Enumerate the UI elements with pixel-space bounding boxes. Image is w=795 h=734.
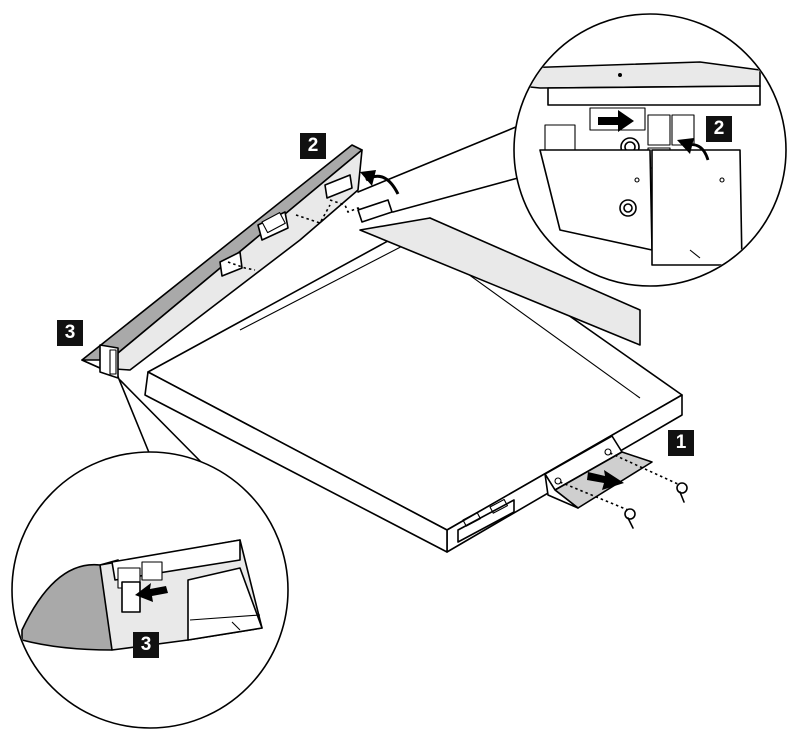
- sata-connector: [457, 498, 515, 543]
- screw-icon: [609, 452, 688, 503]
- step-badge-2-callout: 2: [706, 116, 732, 142]
- arrow-right-icon: [598, 110, 634, 132]
- step-badge-3: 3: [57, 320, 83, 346]
- drive-bezel: [81, 144, 363, 379]
- step-badge-2: 2: [300, 133, 326, 159]
- step-badge-1: 1: [668, 430, 694, 456]
- arrow-curved-icon: [677, 138, 710, 161]
- latch-dotted-outline: [227, 199, 393, 271]
- callout-latch-detail: [513, 13, 787, 287]
- arrow-left-icon: [135, 583, 168, 602]
- optical-drive: [144, 217, 683, 553]
- callout-bezel-clip-detail: [11, 451, 289, 729]
- step-badge-3-callout: 3: [133, 632, 159, 658]
- screw-icon: [559, 481, 636, 529]
- arrow-curved-icon: [360, 170, 400, 195]
- arrow-right-icon: [587, 470, 624, 490]
